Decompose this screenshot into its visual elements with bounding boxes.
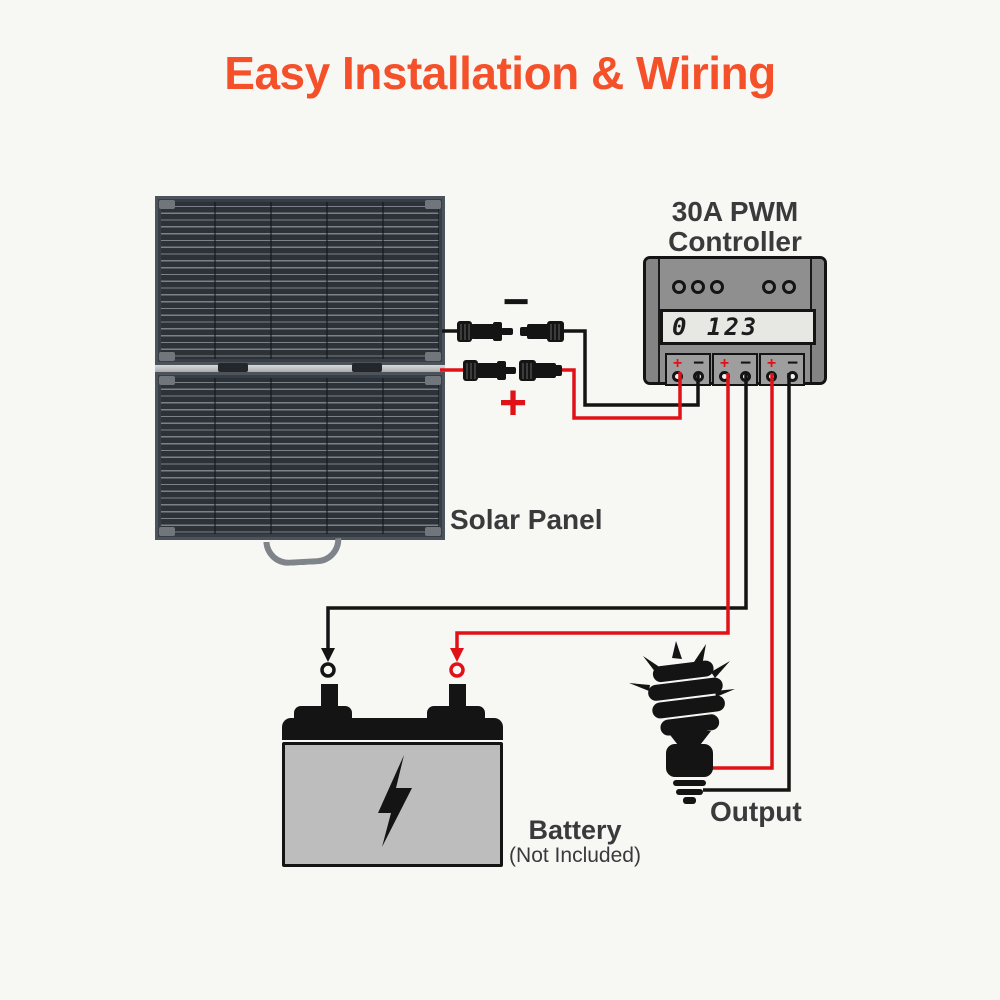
terminal-hole	[719, 371, 730, 383]
load-wires	[703, 373, 791, 792]
panel-corner-bracket	[159, 527, 175, 536]
page-title: Easy Installation & Wiring	[224, 47, 776, 99]
panel-handle-icon	[263, 537, 343, 568]
lcd-display: 0 123	[660, 309, 816, 345]
output-label: Output	[710, 796, 802, 827]
battery-terminal-mount	[294, 706, 352, 720]
minus-sign: −	[502, 275, 530, 327]
terminal-minus-label: −	[786, 352, 799, 374]
light-bulb-icon	[629, 641, 735, 804]
battery-sublabel: (Not Included)	[509, 844, 641, 867]
plus-sign: +	[498, 377, 528, 430]
indicator-light	[672, 280, 686, 294]
battery-label: Battery	[528, 815, 622, 845]
panel-corner-bracket	[425, 527, 441, 536]
terminal-hole	[740, 371, 751, 383]
terminal-plus-label: +	[766, 354, 777, 372]
panel-hinge	[218, 363, 248, 372]
terminal-hole	[766, 371, 777, 383]
terminal-hole	[672, 371, 683, 383]
ring-terminal-icon	[449, 662, 465, 678]
panel-corner-bracket	[159, 200, 175, 209]
terminal-hole	[787, 371, 798, 383]
panel-fold-gap	[155, 365, 445, 372]
terminal-block-battery: + −	[712, 353, 758, 386]
solar-panel-bottom-half	[155, 372, 445, 540]
battery-terminal-mount	[427, 706, 485, 720]
terminal-plus-label: +	[719, 354, 730, 372]
terminal-minus-label: −	[692, 352, 705, 374]
controller-side-strip	[646, 259, 660, 382]
panel-corner-bracket	[159, 376, 175, 385]
terminal-block-load: + −	[759, 353, 805, 386]
indicator-light	[691, 280, 705, 294]
panel-corner-bracket	[425, 200, 441, 209]
indicator-light	[782, 280, 796, 294]
controller-title-line1: 30A PWM	[671, 196, 799, 227]
terminal-hole	[693, 371, 704, 383]
panel-hinge	[352, 363, 382, 372]
terminal-block-solar: + −	[665, 353, 711, 386]
panel-corner-bracket	[425, 352, 441, 361]
panel-corner-bracket	[425, 376, 441, 385]
solar-panel-top-half	[155, 196, 445, 365]
battery-cap	[282, 718, 503, 740]
controller-title: 30A PWM Controller	[640, 197, 830, 257]
charge-controller: 0 123 + − + − + −	[643, 256, 827, 386]
controller-title-line2: Controller	[668, 226, 802, 257]
wire-arrow-icon	[321, 648, 335, 662]
solar-panel-label: Solar Panel	[450, 504, 603, 535]
indicator-light	[710, 280, 724, 294]
wire-arrow-icon	[450, 648, 464, 662]
terminal-minus-label: −	[739, 352, 752, 374]
ring-terminal-icon	[320, 662, 336, 678]
panel-corner-bracket	[159, 352, 175, 361]
indicator-light	[762, 280, 776, 294]
terminal-plus-label: +	[672, 354, 683, 372]
